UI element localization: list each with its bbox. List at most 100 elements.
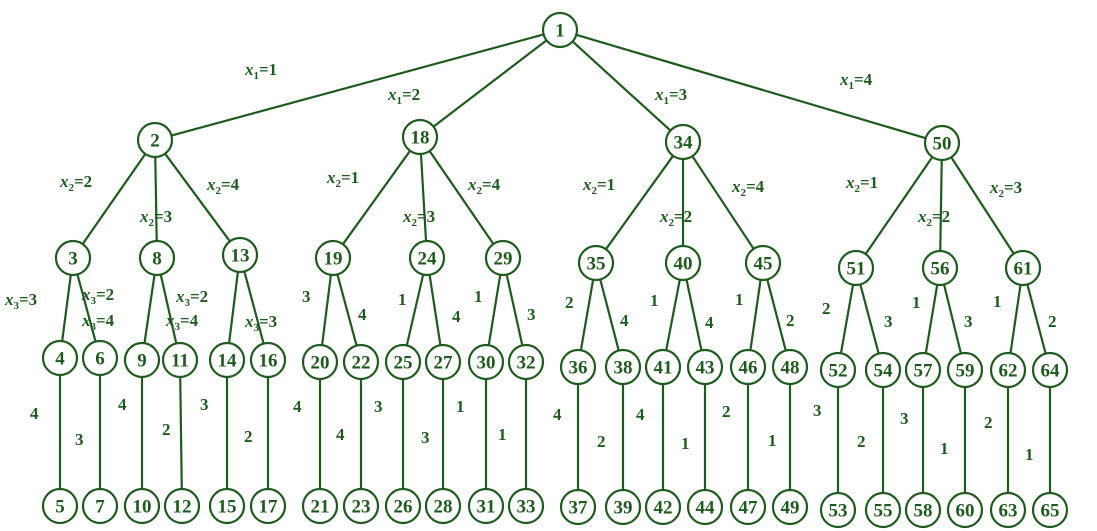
tree-node-30: 30	[467, 343, 505, 381]
node-label: 3	[68, 249, 78, 270]
edge-label: 2	[565, 293, 574, 312]
tree-node-42: 42	[644, 488, 682, 526]
edge-label: 4	[620, 311, 629, 330]
tree-node-7: 7	[81, 487, 119, 525]
node-circle	[864, 351, 902, 389]
tree-edge	[605, 155, 674, 250]
tree-node-28: 28	[424, 487, 462, 525]
node-circle	[921, 249, 959, 287]
node-label: 24	[418, 249, 438, 270]
node-label: 46	[739, 358, 758, 379]
edge-label: x2=2	[59, 172, 92, 194]
tree-node-2: 2	[136, 121, 174, 159]
node-label: 59	[956, 361, 975, 382]
edge-label: 3	[302, 287, 311, 306]
edge-label: 1	[650, 291, 659, 310]
node-circle	[771, 348, 809, 386]
node-label: 12	[173, 497, 192, 518]
tree-node-38: 38	[604, 348, 642, 386]
node-label: 64	[1041, 361, 1061, 382]
tree-node-48: 48	[771, 348, 809, 386]
tree-node-24: 24	[408, 239, 446, 277]
node-circle	[644, 348, 682, 386]
tree-node-52: 52	[819, 351, 857, 389]
edge-label: x2=4	[731, 177, 765, 199]
tree-edge	[243, 271, 265, 344]
edge-label: 1	[456, 397, 465, 416]
node-circle	[989, 491, 1027, 529]
node-label: 44	[696, 498, 716, 519]
node-label: 7	[95, 497, 105, 518]
edge-label: 4	[705, 313, 714, 332]
tree-node-59: 59	[946, 351, 984, 389]
node-circle	[484, 239, 522, 277]
edge-label: x1=3	[654, 85, 687, 107]
node-circle	[1004, 249, 1042, 287]
edge-label: 4	[293, 397, 302, 416]
tree-node-32: 32	[507, 343, 545, 381]
tree-node-6: 6	[81, 339, 119, 377]
node-circle	[686, 488, 724, 526]
tree-node-57: 57	[904, 351, 942, 389]
tree-edge	[749, 279, 762, 351]
node-label: 62	[999, 361, 1018, 382]
tree-edge	[579, 279, 595, 351]
tree-node-37: 37	[559, 488, 597, 526]
node-circle	[123, 487, 161, 525]
node-circle	[54, 239, 92, 277]
edge-label: 2	[244, 427, 253, 446]
tree-edge	[766, 279, 787, 351]
edge-label: 4	[452, 307, 461, 326]
tree-node-1: 1	[541, 11, 579, 49]
edge-label: x1=2	[387, 85, 420, 107]
tree-node-26: 26	[384, 487, 422, 525]
node-circle	[424, 487, 462, 525]
node-label: 19	[324, 249, 343, 270]
tree-node-40: 40	[664, 244, 702, 282]
tree-edge	[864, 156, 934, 255]
edge-label: x2=3	[402, 207, 435, 229]
node-label: 21	[311, 497, 330, 518]
node-circle	[467, 487, 505, 525]
tree-node-18: 18	[401, 118, 439, 156]
tree-node-45: 45	[744, 244, 782, 282]
tree-edge	[924, 284, 939, 354]
node-label: 61	[1014, 259, 1033, 280]
node-label: 20	[311, 353, 330, 374]
tree-edge	[405, 274, 425, 346]
node-circle	[577, 244, 615, 282]
node-label: 34	[674, 133, 694, 154]
node-circle	[541, 11, 579, 49]
tree-node-13: 13	[221, 236, 259, 274]
edge-label: 4	[553, 405, 562, 424]
edge-label: x2=3	[139, 207, 172, 229]
node-circle	[81, 487, 119, 525]
node-label: 40	[674, 254, 693, 275]
edge-label: 4	[636, 405, 645, 424]
edge-label: 1	[498, 425, 507, 444]
node-circle	[314, 239, 352, 277]
edge-label: 4	[358, 305, 367, 324]
edge-label: x3=2	[81, 285, 114, 307]
tree-edge	[575, 33, 927, 140]
edge-label: 2	[857, 432, 866, 451]
node-label: 58	[914, 501, 933, 522]
edge-label: 1	[735, 290, 744, 309]
tree-node-47: 47	[729, 488, 767, 526]
edge-label: x3=4	[81, 311, 115, 333]
node-label: 27	[434, 353, 454, 374]
node-label: 5	[55, 497, 65, 518]
tree-edge	[419, 153, 428, 242]
node-circle	[559, 488, 597, 526]
node-label: 55	[874, 501, 893, 522]
edge-label: 3	[900, 409, 909, 428]
tree-edge	[487, 274, 502, 346]
node-circle	[771, 488, 809, 526]
node-label: 45	[754, 254, 773, 275]
node-circle	[946, 491, 984, 529]
node-circle	[408, 239, 446, 277]
node-label: 1	[555, 21, 565, 42]
edge-label: x2=2	[659, 207, 692, 229]
node-circle	[467, 343, 505, 381]
tree-edge	[839, 284, 855, 354]
